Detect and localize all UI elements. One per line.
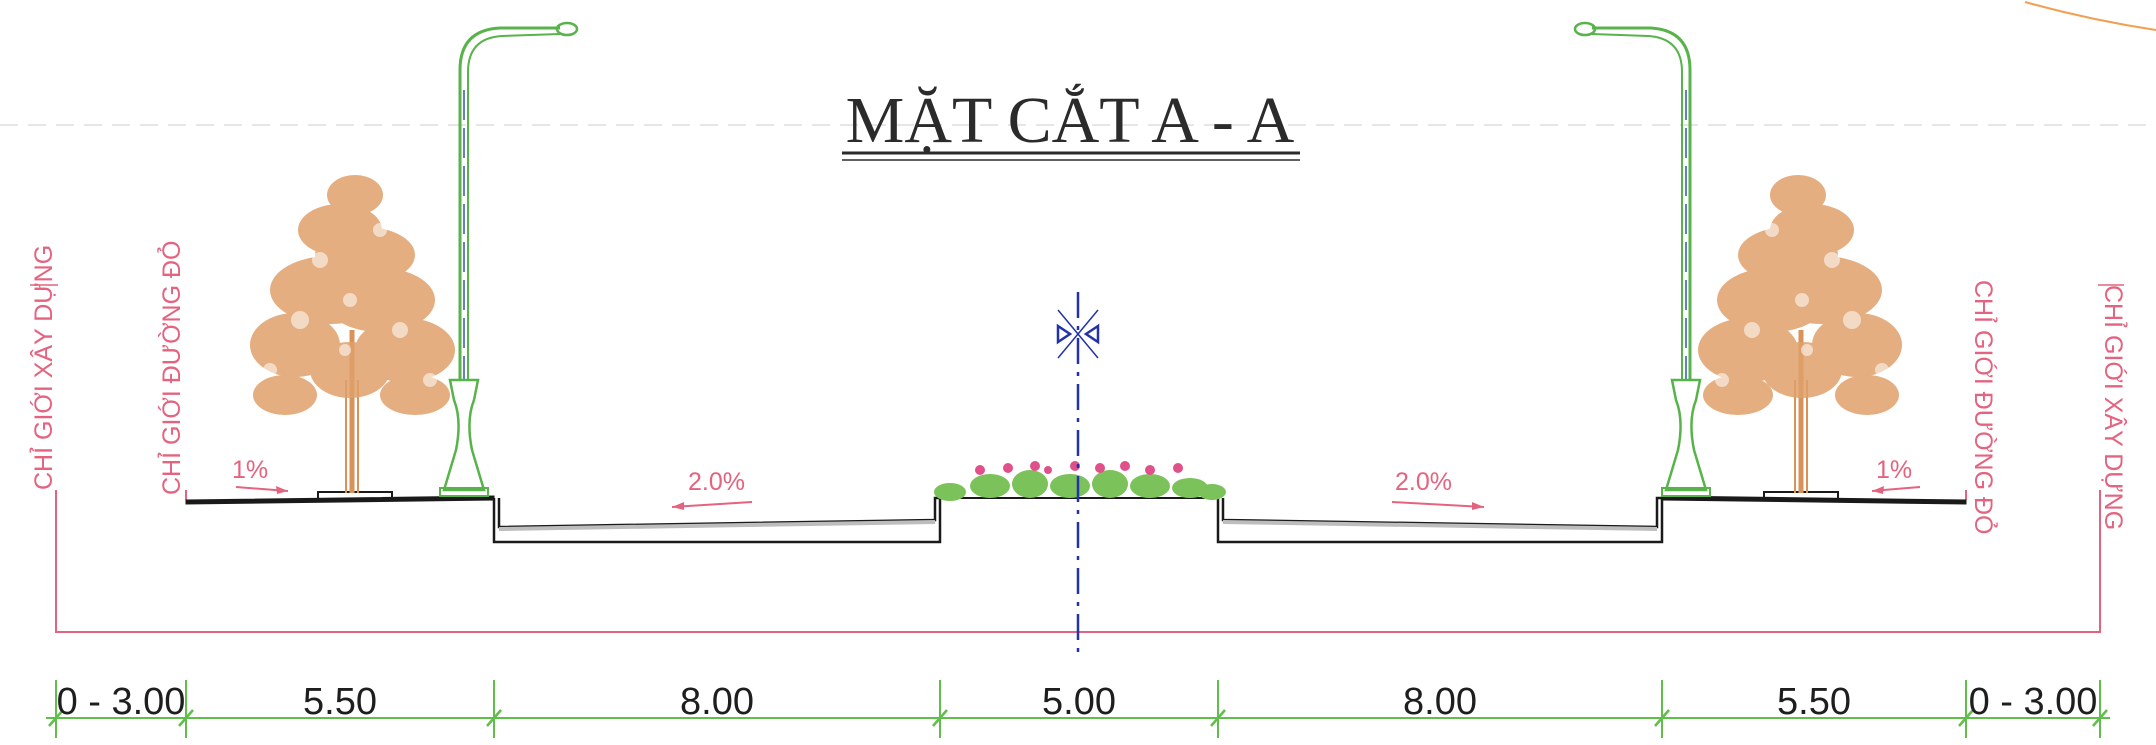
right-tree — [1698, 175, 1902, 493]
slope-arrowhead-right-carriageway — [1472, 502, 1484, 510]
slope-arrowhead-left-carriageway — [672, 502, 684, 510]
left-tree — [250, 175, 455, 493]
svg-text:CHỈ GIỚI XÂY DỰNG: CHỈ GIỚI XÂY DỰNG — [28, 245, 58, 490]
dimension-left-setback: 0 - 3.00 — [57, 681, 186, 723]
dimension-left-carriageway: 8.00 — [680, 681, 754, 723]
dimension-right-sidewalk: 5.50 — [1777, 681, 1851, 723]
left-street-lamp — [439, 21, 579, 497]
slope-right-sidewalk: 1% — [1876, 456, 1912, 484]
corner-orange-mark — [2024, 1, 2156, 31]
label-right-red-line: CHỈ GIỚI ĐƯỜNG ĐỎ — [1969, 280, 1999, 535]
label-right-construction-line: CHỈ GIỚI XÂY DỰNG — [2099, 285, 2129, 530]
label-left-red-line: CHỈ GIỚI ĐƯỜNG ĐỎ — [156, 240, 186, 495]
center-axis — [1056, 292, 1100, 660]
road-profile — [185, 495, 1967, 544]
left-carriageway — [492, 496, 942, 544]
median-planting — [934, 461, 1226, 501]
slope-left-carriageway: 2.0% — [688, 468, 745, 496]
dimension-chain — [46, 680, 2110, 738]
right-carriageway-hatch — [1223, 520, 1657, 531]
dimension-median: 5.00 — [1042, 681, 1116, 723]
label-left-construction-line: CHỈ GIỚI XÂY DỰNG — [28, 245, 58, 490]
svg-text:CHỈ GIỚI ĐƯỜNG ĐỎ: CHỈ GIỚI ĐƯỜNG ĐỎ — [156, 240, 186, 495]
slope-left-sidewalk: 1% — [232, 456, 268, 484]
slope-arrow-left-carriageway — [671, 501, 753, 508]
slope-arrowhead-left-sidewalk — [276, 486, 288, 494]
left-tree-pit — [317, 491, 393, 500]
dimension-right-setback: 0 - 3.00 — [1969, 681, 2098, 723]
drawing-title: MẶT CẮT A - A — [846, 83, 1295, 157]
slope-arrowhead-right-sidewalk — [1872, 486, 1884, 494]
svg-text:CHỈ GIỚI ĐƯỜNG ĐỎ: CHỈ GIỚI ĐƯỜNG ĐỎ — [1969, 280, 1999, 535]
slope-arrow-right-carriageway — [1391, 501, 1485, 508]
right-street-lamp — [1573, 21, 1711, 497]
svg-text:CHỈ GIỚI XÂY DỰNG: CHỈ GIỚI XÂY DỰNG — [2099, 285, 2129, 530]
dimension-right-carriageway: 8.00 — [1403, 681, 1477, 723]
slope-right-carriageway: 2.0% — [1395, 468, 1452, 496]
left-carriageway-hatch — [499, 520, 935, 531]
dimension-left-sidewalk: 5.50 — [303, 681, 377, 723]
